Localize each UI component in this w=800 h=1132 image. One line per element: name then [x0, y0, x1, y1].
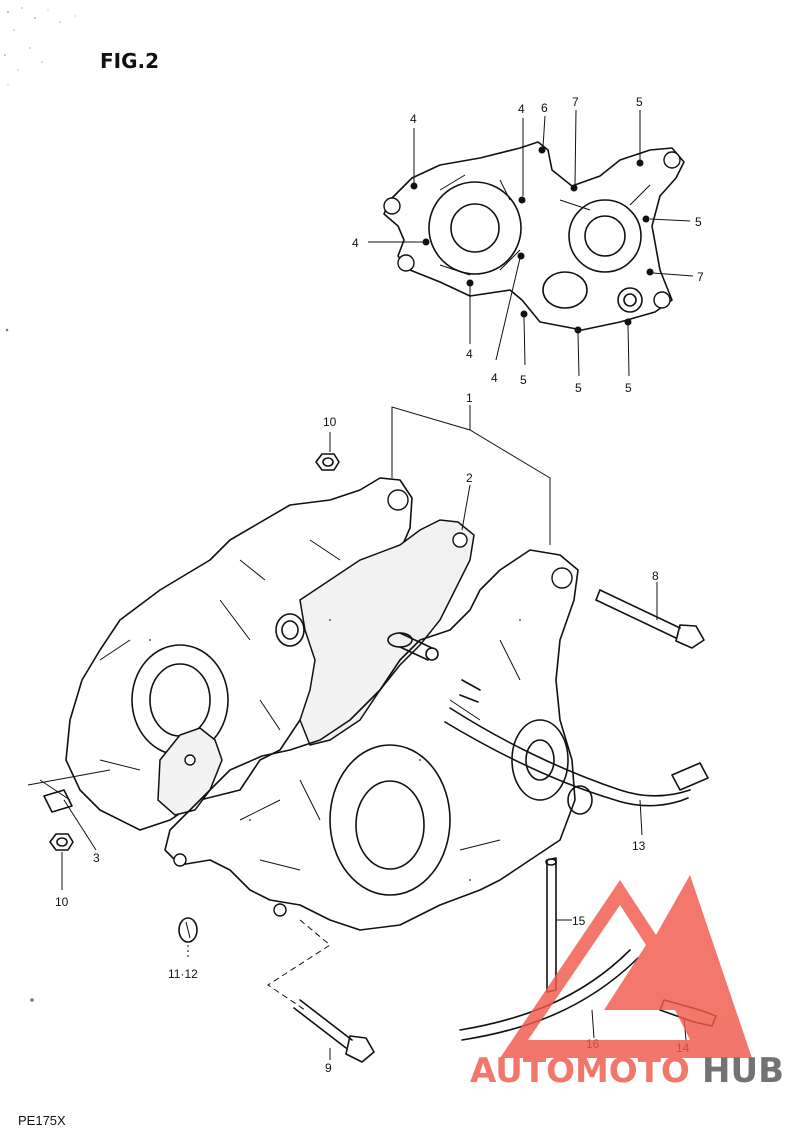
crankcase-set-bracket [391, 405, 551, 545]
callout-10-top: 10 [323, 415, 337, 429]
bolt-9 [267, 919, 375, 1063]
callout-4-d: 4 [466, 347, 473, 361]
nut-10-bottom [49, 833, 74, 890]
callout-11-12: 11·12 [168, 967, 198, 981]
callout-4-e: 4 [491, 371, 498, 385]
callout-1: 1 [466, 391, 473, 405]
scan-noise [4, 7, 76, 1002]
callout-10-bottom: 10 [55, 895, 69, 909]
washer-11-12 [178, 917, 198, 958]
model-code: PE175X [18, 1113, 66, 1128]
right-crankcase-half [383, 141, 685, 334]
main-crankcase-assembly [65, 477, 709, 931]
callout-5-b: 5 [695, 215, 702, 229]
figure-title: FIG.2 [100, 49, 159, 73]
leader-2 [461, 484, 471, 531]
callout-15: 15 [572, 914, 586, 928]
watermark-text-hub: HUB [702, 1051, 784, 1091]
callout-6: 6 [541, 101, 548, 115]
callout-7-b: 7 [697, 270, 704, 284]
dowel-3 [27, 769, 111, 851]
callout-5-e: 5 [625, 381, 632, 395]
callout-4-b: 4 [518, 102, 525, 116]
callout-7-a: 7 [572, 95, 579, 109]
callout-9: 9 [325, 1061, 332, 1075]
callout-5-d: 5 [575, 381, 582, 395]
callout-2: 2 [466, 471, 473, 485]
upper-leader-lines [368, 109, 694, 377]
leader-13 [639, 799, 643, 836]
nut-10-top [315, 432, 340, 471]
callout-5-a: 5 [636, 95, 643, 109]
callout-8: 8 [652, 569, 659, 583]
watermark-text-automoto: AUTOMOTO [470, 1051, 690, 1091]
callout-5-c: 5 [520, 373, 527, 387]
watermark-triangle-logo [500, 875, 752, 1058]
automotohub-watermark: AUTOMOTO HUB [470, 875, 784, 1091]
callout-3: 3 [93, 851, 100, 865]
bolt-8 [595, 582, 705, 649]
callout-4-c: 4 [352, 236, 359, 250]
callout-13: 13 [632, 839, 646, 853]
callout-4-a: 4 [410, 112, 417, 126]
